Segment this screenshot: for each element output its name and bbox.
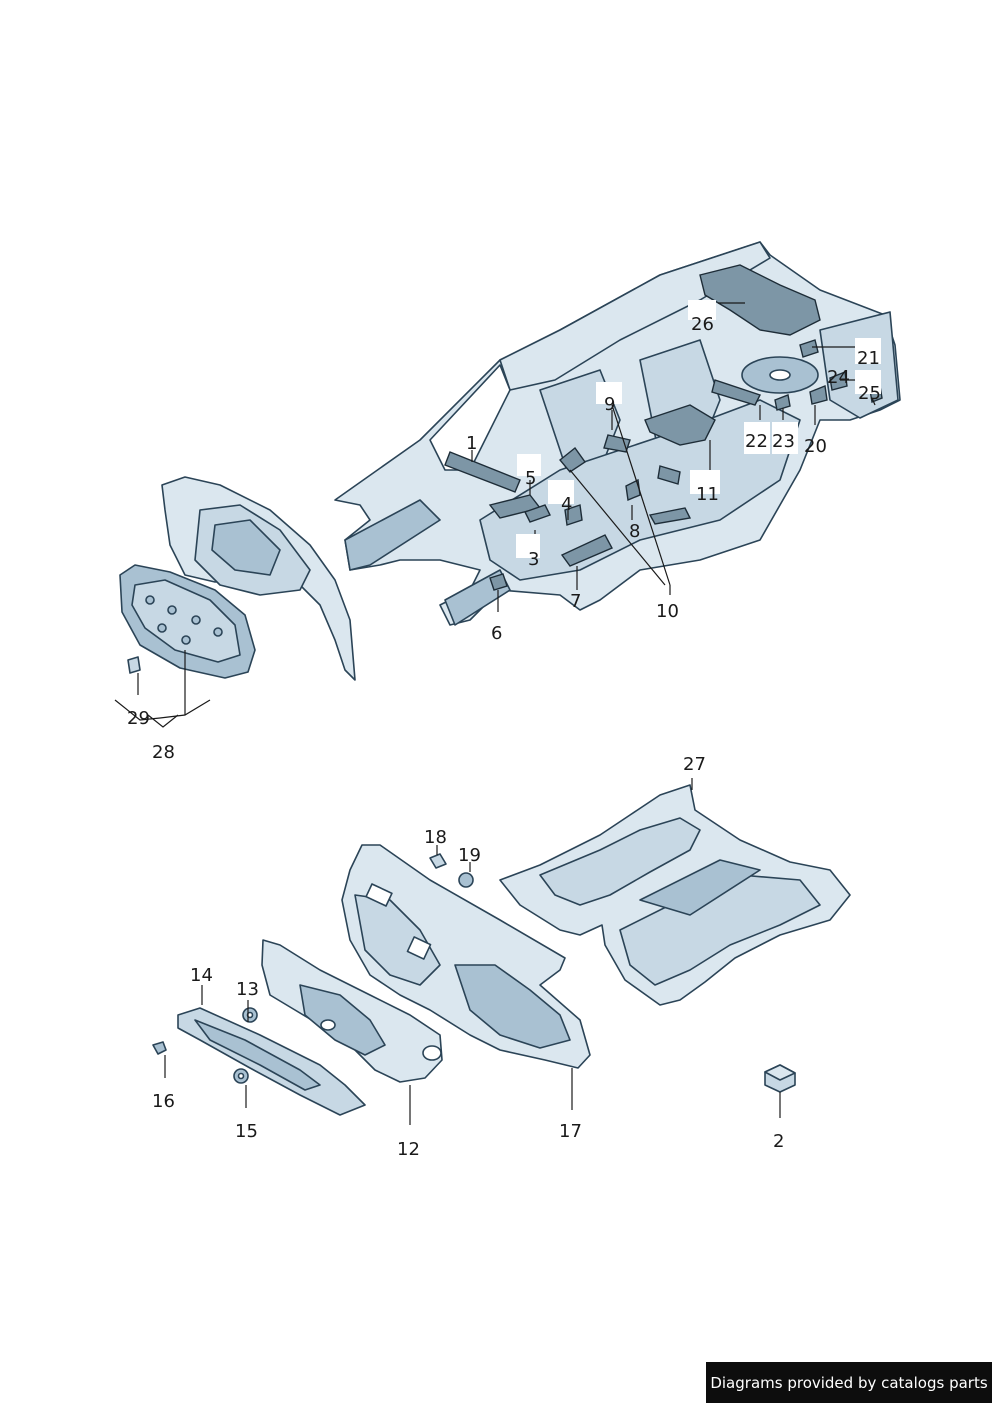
callout-1: 1: [466, 433, 477, 454]
callout-labels: 1 2 3 4 5 6 7 8 9 10 11 12 13 14 15 16 1…: [127, 314, 881, 1160]
callout-22: 22: [745, 431, 768, 452]
callout-14: 14: [190, 965, 213, 986]
callout-5: 5: [525, 468, 536, 489]
callout-19: 19: [458, 845, 481, 866]
callout-6: 6: [491, 623, 502, 644]
fasteners: [152, 853, 796, 1093]
bulkhead-insulation: [341, 844, 591, 1069]
attribution-footer: Diagrams provided by catalogs parts: [706, 1362, 992, 1403]
callout-27: 27: [683, 754, 706, 775]
callout-24: 24: [827, 367, 850, 388]
callout-18: 18: [424, 827, 447, 848]
callout-7: 7: [570, 591, 581, 612]
floor-carpet: [499, 784, 851, 1006]
callout-3: 3: [528, 549, 539, 570]
dash-insulator: [261, 939, 443, 1083]
callout-2: 2: [773, 1131, 784, 1152]
callout-26: 26: [691, 314, 714, 335]
callout-4: 4: [561, 494, 572, 515]
callout-12: 12: [397, 1139, 420, 1160]
callout-11: 11: [696, 484, 719, 505]
hood-assembly: [119, 476, 356, 681]
callout-28: 28: [152, 742, 175, 763]
callout-25: 25: [858, 383, 881, 404]
callout-29: 29: [127, 708, 150, 729]
callout-23: 23: [772, 431, 795, 452]
callout-9: 9: [604, 394, 615, 415]
callout-16: 16: [152, 1091, 175, 1112]
damping-pads: [444, 339, 883, 591]
car-body-shell: [334, 241, 901, 626]
leader-lines: [114, 302, 876, 1125]
callout-21: 21: [857, 348, 880, 369]
footer-text: Diagrams provided by catalogs parts: [710, 1373, 988, 1392]
callout-17: 17: [559, 1121, 582, 1142]
cowl-strip: [177, 1007, 366, 1116]
label-masks: [516, 300, 881, 558]
callout-15: 15: [235, 1121, 258, 1142]
callout-20: 20: [804, 436, 827, 457]
callout-13: 13: [236, 979, 259, 1000]
callout-10: 10: [656, 601, 679, 622]
callout-8: 8: [629, 521, 640, 542]
